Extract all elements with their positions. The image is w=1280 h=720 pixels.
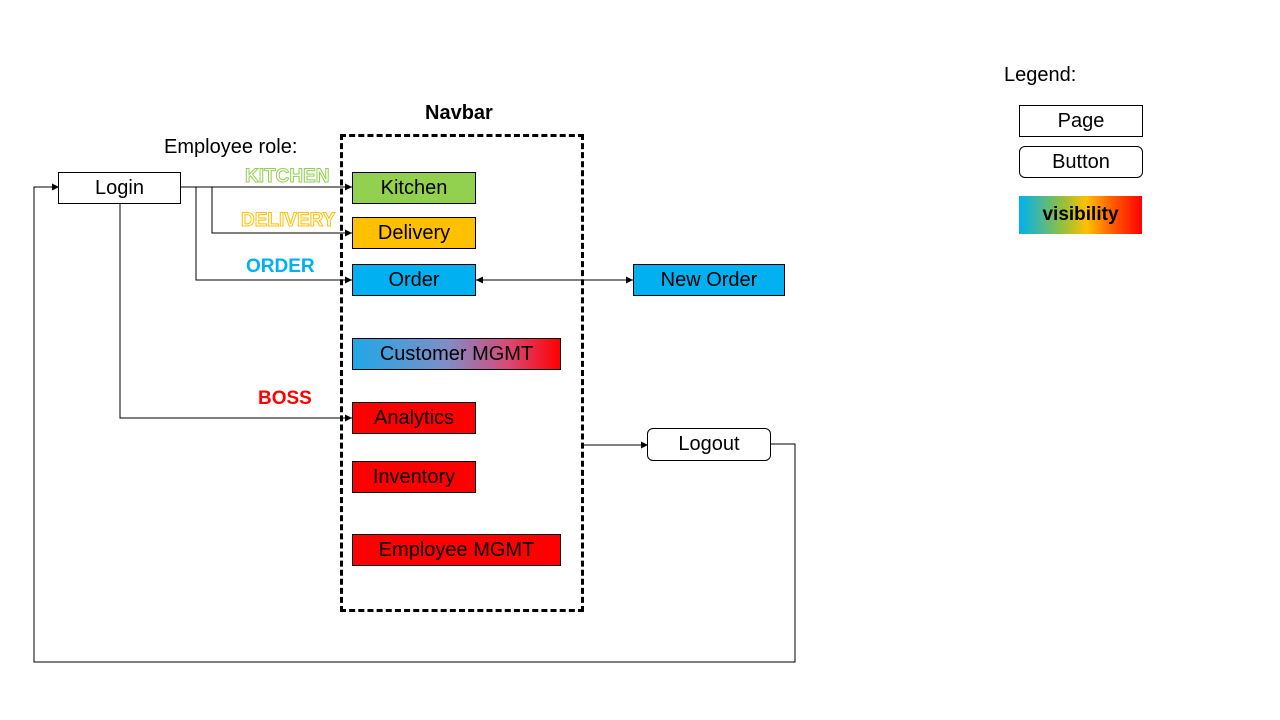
edge-login-delivery (211, 187, 352, 237)
edge-logout-login (33, 183, 796, 663)
navbar-item-kitchen[interactable]: Kitchen (352, 172, 476, 204)
navbar-item-inventory[interactable]: Inventory (352, 461, 476, 493)
edge-login-order (195, 187, 352, 284)
role-label-delivery: DELIVERY (240, 210, 336, 232)
login-page[interactable]: Login (58, 172, 181, 204)
navbar-item-analytics[interactable]: Analytics (352, 402, 476, 434)
new-order-page[interactable]: New Order (633, 264, 785, 296)
navbar-item-delivery[interactable]: Delivery (352, 217, 476, 249)
legend-page-sample: Page (1019, 105, 1143, 137)
legend-title: Legend: (1004, 64, 1077, 86)
legend-visibility-gradient: visibility (1019, 196, 1142, 234)
logout-button[interactable]: Logout (647, 428, 771, 461)
navbar-item-customer-mgmt[interactable]: Customer MGMT (352, 338, 561, 370)
employee-role-label: Employee role: (164, 136, 298, 158)
role-label-boss: BOSS (258, 388, 312, 409)
navbar-item-order[interactable]: Order (352, 264, 476, 296)
role-label-kitchen: KITCHEN (244, 166, 330, 188)
edge-login-analytics (119, 204, 352, 422)
legend-button-sample: Button (1019, 146, 1143, 178)
navbar-title: Navbar (425, 102, 493, 124)
navbar-item-employee-mgmt[interactable]: Employee MGMT (352, 534, 561, 566)
role-label-order: ORDER (246, 256, 315, 277)
navbar-frame (340, 134, 584, 612)
